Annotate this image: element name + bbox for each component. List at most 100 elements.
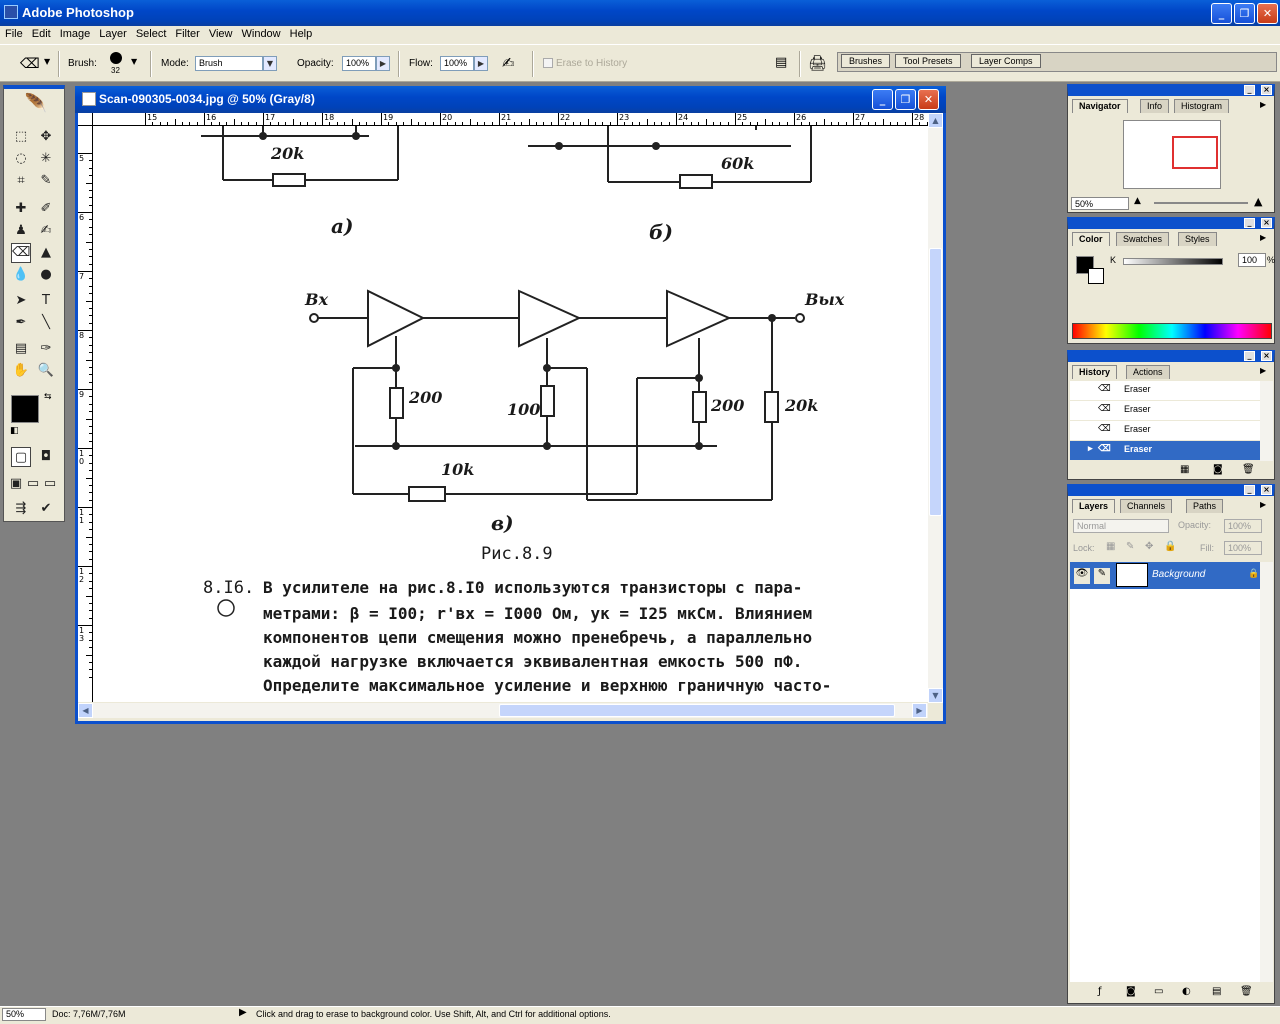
menu-layer[interactable]: Layer xyxy=(99,28,127,40)
palette-options-icon[interactable]: ▤ xyxy=(775,55,788,70)
tab-styles[interactable]: Styles xyxy=(1178,232,1217,246)
history-item[interactable]: ⌫Eraser xyxy=(1070,381,1260,400)
fill-input[interactable]: 100% xyxy=(1224,541,1262,555)
slice-tool-icon[interactable]: ✎ xyxy=(40,173,52,188)
swap-colors-icon[interactable]: ⇆ xyxy=(44,392,52,402)
vertical-scroll-thumb[interactable] xyxy=(929,248,942,516)
pen-tool-icon[interactable]: ✒ xyxy=(15,315,27,330)
flow-slider-arrow-icon[interactable]: ▶ xyxy=(474,56,488,71)
color-ramp[interactable] xyxy=(1072,323,1272,339)
blend-mode-select[interactable]: Normal xyxy=(1073,519,1169,533)
maximize-button[interactable]: ❐ xyxy=(1234,3,1255,24)
notes-tool-icon[interactable]: ▤ xyxy=(14,341,28,356)
type-tool-icon[interactable]: T xyxy=(42,293,50,308)
lock-position-icon[interactable]: ✥ xyxy=(1145,541,1154,552)
menu-file[interactable]: File xyxy=(5,28,23,40)
layer-row-background[interactable]: 👁 ✎ Background 🔒 xyxy=(1070,562,1260,589)
layers-close-icon[interactable]: × xyxy=(1261,485,1272,495)
menu-window[interactable]: Window xyxy=(241,28,281,40)
menu-image[interactable]: Image xyxy=(59,28,91,40)
navigator-menu-icon[interactable]: ▶ xyxy=(1260,100,1267,109)
doc-maximize-button[interactable]: ❐ xyxy=(895,89,916,110)
menu-edit[interactable]: Edit xyxy=(31,28,51,40)
eyedropper-tool-icon[interactable]: ✑ xyxy=(40,341,52,356)
preset-dropdown-arrow-icon[interactable]: ▼ xyxy=(44,57,51,66)
history-item-selected[interactable]: ▸⌫Eraser xyxy=(1070,441,1260,460)
zoom-in-icon[interactable]: ▲ xyxy=(1254,195,1263,208)
erase-to-history-checkbox[interactable] xyxy=(543,58,553,68)
history-close-icon[interactable]: × xyxy=(1261,351,1272,361)
status-menu-arrow-icon[interactable]: ▶ xyxy=(239,1007,247,1018)
lock-transparency-icon[interactable]: ▦ xyxy=(1106,541,1116,552)
delete-layer-icon[interactable]: 🗑 xyxy=(1240,986,1253,997)
edit-check-icon[interactable]: ✔ xyxy=(40,501,52,516)
quick-mask-mode-icon[interactable]: ◘ xyxy=(40,449,52,464)
lasso-tool-icon[interactable]: ◌ xyxy=(15,151,27,166)
tab-history[interactable]: History xyxy=(1072,365,1118,379)
layers-scrollbar[interactable] xyxy=(1260,562,1273,982)
document-titlebar[interactable]: Scan-090305-0034.jpg @ 50% (Gray/8) _ ❐ … xyxy=(75,86,946,113)
jump-to-imageready-icon[interactable]: ⇶ xyxy=(15,501,27,516)
zoom-out-icon[interactable]: ▲ xyxy=(1134,196,1141,206)
history-minimize-icon[interactable]: _ xyxy=(1244,351,1255,361)
history-item[interactable]: ⌫Eraser xyxy=(1070,401,1260,420)
layers-menu-icon[interactable]: ▶ xyxy=(1260,500,1267,509)
navigator-close-icon[interactable]: × xyxy=(1261,85,1272,95)
scroll-up-icon[interactable]: ▲ xyxy=(928,113,943,128)
menu-select[interactable]: Select xyxy=(135,28,167,40)
brush-preview-icon[interactable] xyxy=(110,52,122,64)
k-slider[interactable] xyxy=(1123,258,1223,265)
tab-histogram[interactable]: Histogram xyxy=(1174,99,1230,113)
history-menu-icon[interactable]: ▶ xyxy=(1260,366,1267,375)
horizontal-scroll-thumb[interactable] xyxy=(499,704,895,717)
eraser-tool-preset-icon[interactable]: ⌫ xyxy=(20,56,40,72)
doc-close-button[interactable]: ✕ xyxy=(918,89,939,110)
tool-presets-well-tab[interactable]: Tool Presets xyxy=(895,54,961,68)
image-canvas[interactable]: 20k 60k a) б) Вх Вых 200 100 200 20k 10k… xyxy=(93,126,928,702)
tab-color[interactable]: Color xyxy=(1072,232,1110,246)
magic-wand-tool-icon[interactable]: ✳ xyxy=(40,151,52,166)
navigator-zoom-slider[interactable] xyxy=(1154,202,1248,204)
layer-visibility-eye-icon[interactable]: 👁 xyxy=(1074,568,1090,584)
blur-tool-icon[interactable]: 💧 xyxy=(12,267,30,282)
layer-brush-icon[interactable]: ✎ xyxy=(1094,568,1110,584)
mode-select-arrow-icon[interactable]: ▼ xyxy=(263,56,277,71)
ruler-origin[interactable] xyxy=(78,113,93,126)
add-mask-icon[interactable]: ◙ xyxy=(1126,986,1136,997)
vertical-scrollbar[interactable]: ▲ ▼ xyxy=(928,113,943,703)
opacity-slider-arrow-icon[interactable]: ▶ xyxy=(376,56,390,71)
status-doc-size[interactable]: Doc: 7,76M/7,76M xyxy=(52,1009,126,1019)
layers-minimize-icon[interactable]: _ xyxy=(1244,485,1255,495)
move-tool-icon[interactable]: ✥ xyxy=(40,129,52,144)
navigator-view-box[interactable] xyxy=(1172,136,1218,169)
hand-tool-icon[interactable]: ✋ xyxy=(12,363,30,378)
tab-navigator[interactable]: Navigator xyxy=(1072,99,1128,113)
clone-stamp-tool-icon[interactable]: ♟ xyxy=(15,223,27,238)
tab-channels[interactable]: Channels xyxy=(1120,499,1173,513)
standard-mode-icon[interactable]: ▢ xyxy=(11,447,31,467)
brushes-well-tab[interactable]: Brushes xyxy=(841,54,891,68)
path-selection-tool-icon[interactable]: ➤ xyxy=(15,293,27,308)
flow-input[interactable]: 100% xyxy=(440,56,474,71)
layer-opacity-input[interactable]: 100% xyxy=(1224,519,1262,533)
new-snapshot-icon[interactable]: ◙ xyxy=(1213,464,1223,475)
foreground-color-swatch[interactable] xyxy=(11,395,39,423)
tab-layers[interactable]: Layers xyxy=(1072,499,1116,513)
brush-dropdown-arrow-icon[interactable]: ▼ xyxy=(131,57,138,66)
airbrush-icon[interactable]: ✍ xyxy=(502,54,515,72)
line-tool-icon[interactable]: ╲ xyxy=(42,315,50,330)
doc-minimize-button[interactable]: _ xyxy=(872,89,893,110)
tab-actions[interactable]: Actions xyxy=(1126,365,1170,379)
color-bg-swatch[interactable] xyxy=(1088,268,1104,284)
history-scrollbar[interactable] xyxy=(1260,381,1273,461)
menu-filter[interactable]: Filter xyxy=(175,28,200,40)
close-button[interactable]: ✕ xyxy=(1257,3,1278,24)
healing-brush-tool-icon[interactable]: ✚ xyxy=(15,201,27,216)
tab-swatches[interactable]: Swatches xyxy=(1116,232,1170,246)
menu-help[interactable]: Help xyxy=(289,28,313,40)
eraser-tool-icon[interactable]: ⌫ xyxy=(11,243,31,263)
scroll-left-icon[interactable]: ◀ xyxy=(78,703,93,718)
scroll-down-icon[interactable]: ▼ xyxy=(928,688,943,703)
